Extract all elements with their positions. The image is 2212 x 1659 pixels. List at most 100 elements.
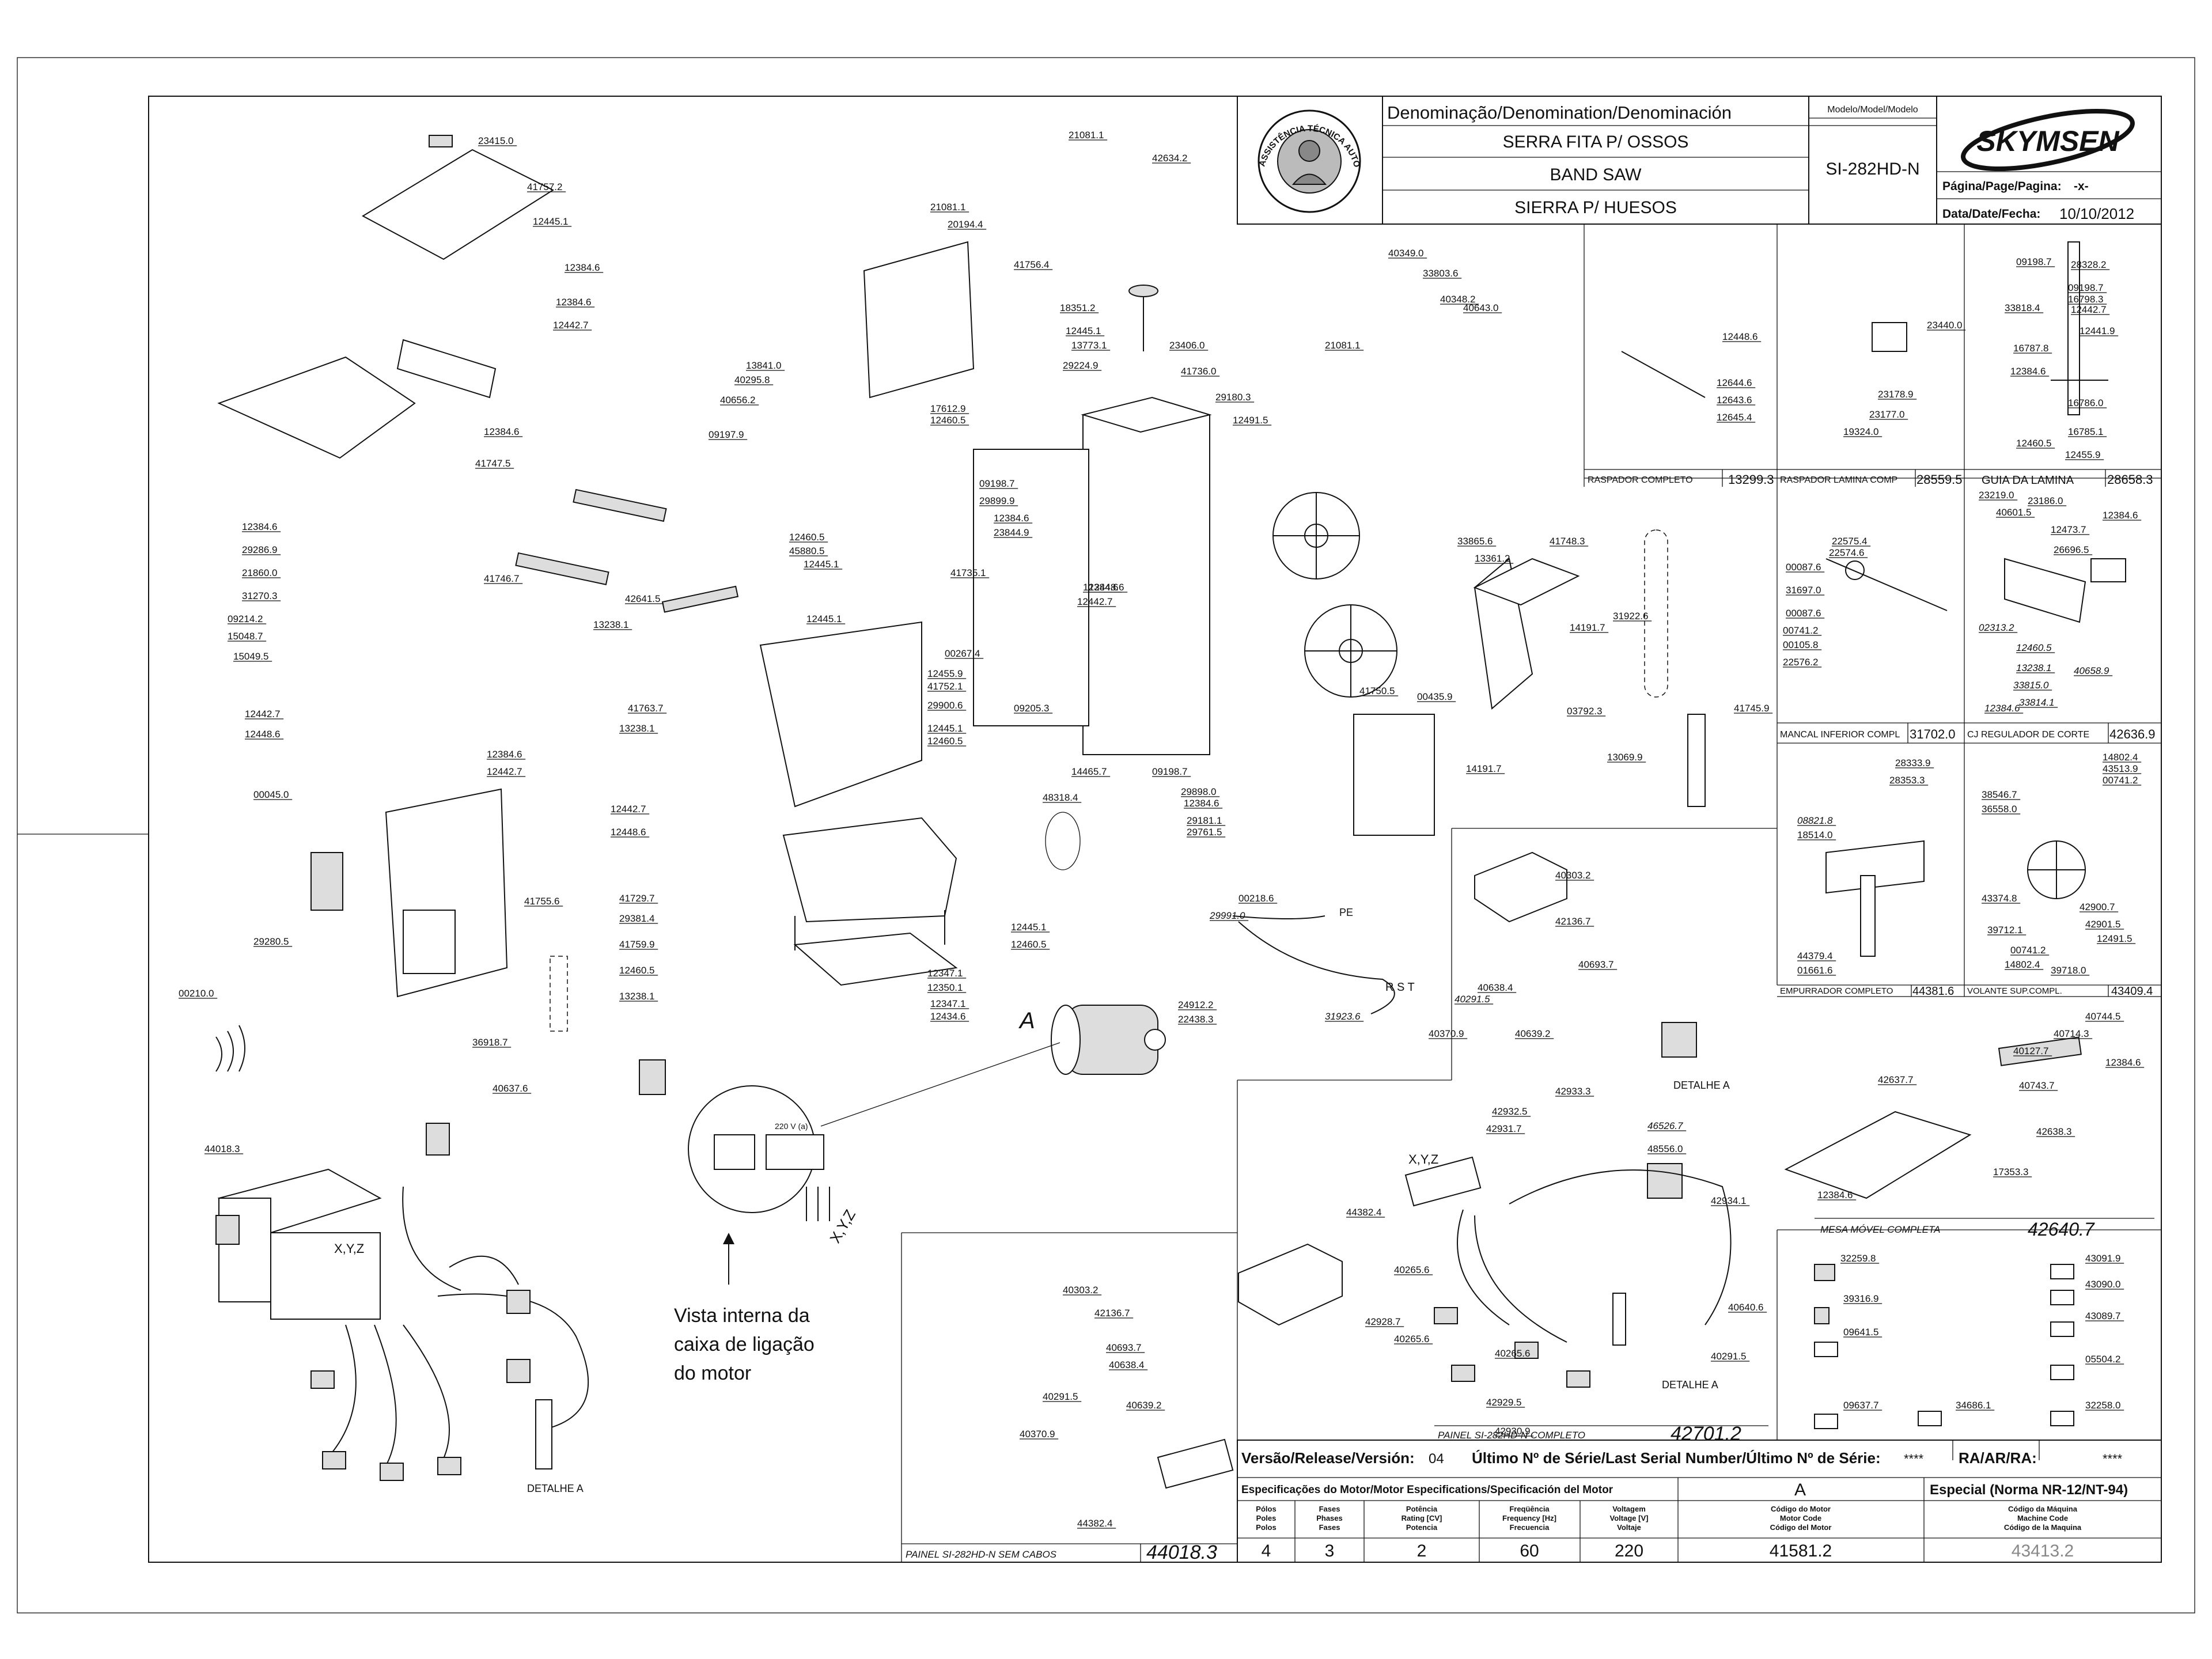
authorized-tech-seal: ASSISTÊNCIA TÉCNICA AUTORIZADA — [0, 0, 1362, 213]
part-number-label: 41748.3 — [1550, 536, 1585, 547]
lower-wheel — [1304, 604, 1397, 698]
part-number-label: 13069.9 — [1607, 752, 1642, 763]
motor-spec-table: Versão/Release/Versión: 04 Último Nº de … — [1237, 1440, 2162, 1563]
part-number-label: 44018.3 — [204, 1143, 240, 1154]
asm-mancal-name: MANCAL INFERIOR COMPL — [1780, 730, 1900, 740]
part-number-label: 12442.7 — [2071, 304, 2106, 315]
part-number-label: 23186.0 — [2028, 495, 2063, 506]
part-number-label: 13238.1 — [593, 619, 628, 630]
part-number-label: 12384.6 — [242, 521, 277, 532]
part-number-label: 12384.6 — [556, 297, 591, 308]
asm-regulador-name: CJ REGULADOR DE CORTE — [1967, 730, 2089, 740]
part-number-label: 29286.9 — [242, 544, 277, 555]
part-number-label: 42900.7 — [2080, 902, 2115, 912]
part-number-label: 05504.2 — [2085, 1354, 2120, 1365]
part-number-label: 41756.4 — [1014, 259, 1049, 270]
part-number-label: 42929.5 — [1486, 1397, 1521, 1408]
part-number-label: 13238.1 — [619, 723, 654, 734]
detail-a-left: DETALHE A — [527, 1483, 584, 1494]
part-number-labels: 23415.041757.212445.112384.612384.612442… — [179, 130, 2145, 1529]
part-number-label: 32259.8 — [1840, 1253, 1876, 1264]
asm-painel-sem-cabos-code: 44018.3 — [1146, 1541, 1217, 1563]
name-pt: SERRA FITA P/ OSSOS — [1503, 132, 1689, 151]
model-label: Modelo/Model/Modelo — [1827, 105, 1918, 115]
part-number-label: 12473.7 — [2051, 524, 2086, 535]
part-number-label: 31922.6 — [1613, 611, 1648, 622]
phases-value: 3 — [1325, 1541, 1335, 1560]
part-number-label: 40714.3 — [2054, 1028, 2089, 1039]
part-number-label: 12347.1 — [930, 998, 965, 1009]
ra-label: RA/AR/RA: — [1959, 1449, 2037, 1467]
part-number-label: 12445.1 — [1011, 922, 1046, 933]
denomination-label: Denominação/Denomination/Denominación — [1387, 103, 1732, 123]
part-number-label: 19324.0 — [1843, 426, 1878, 437]
part-number-label: 12460.5 — [927, 736, 963, 747]
part-number-label: 43374.8 — [1982, 893, 2017, 904]
detail-a-right: DETALHE A — [1662, 1379, 1718, 1391]
part-number-label: 15048.7 — [228, 631, 263, 642]
part-number-label: 42934.1 — [1711, 1195, 1746, 1206]
part-number-label: 12455.9 — [927, 668, 963, 679]
asm-raspador-name: RASPADOR COMPLETO — [1588, 475, 1693, 485]
part-number-label: 17353.3 — [1993, 1166, 2028, 1177]
part-number-label: 40639.2 — [1515, 1028, 1550, 1039]
model-value: SI-282HD-N — [1825, 160, 1919, 179]
part-number-label: 42136.7 — [1555, 916, 1590, 927]
svg-text:Potencia: Potencia — [1406, 1523, 1438, 1532]
part-number-label: 23406.0 — [1169, 340, 1205, 351]
svg-text:Fases: Fases — [1319, 1523, 1340, 1532]
part-number-label: 22576.2 — [1783, 657, 1818, 668]
part-number-label: 16798.3 — [2068, 294, 2103, 305]
svg-text:Polos: Polos — [1256, 1523, 1276, 1532]
part-number-label: 16787.8 — [2013, 343, 2048, 354]
svg-text:Potência: Potência — [1406, 1505, 1438, 1513]
part-number-label: 40291.5 — [1455, 994, 1490, 1005]
version-value: 04 — [1429, 1451, 1444, 1467]
part-number-label: 22438.3 — [1178, 1014, 1213, 1025]
rst-cable: R S T — [1385, 981, 1415, 994]
special-label: Especial (Norma NR-12/NT-94) — [1930, 1482, 2128, 1498]
drawing-frame — [148, 96, 2162, 1563]
part-number-label: 12460.5 — [789, 532, 824, 543]
voltage-value: 220 — [1615, 1541, 1643, 1560]
part-number-label: 23415.0 — [478, 135, 513, 146]
part-number-label: 44379.4 — [1797, 950, 1832, 961]
part-number-label: 29899.9 — [979, 495, 1014, 506]
part-number-label: 12491.5 — [2097, 933, 2132, 944]
svg-text:Phases: Phases — [1316, 1514, 1343, 1522]
upper-wheel-assembly — [2027, 840, 2086, 899]
asm-painel-completo-code: 42701.2 — [1671, 1423, 1741, 1445]
part-number-label: 28353.3 — [1889, 775, 1925, 786]
part-number-label: 42634.2 — [1152, 153, 1187, 164]
part-number-label: 12460.5 — [619, 965, 654, 976]
svg-text:Voltage [V]: Voltage [V] — [1610, 1514, 1649, 1522]
part-number-label: 42136.7 — [1094, 1308, 1130, 1319]
skymsen-logo: SKYMSEN — [1961, 108, 2135, 172]
poles-value: 4 — [1262, 1541, 1271, 1560]
part-number-label: 40291.5 — [1711, 1351, 1746, 1362]
part-number-label: 44382.4 — [1346, 1207, 1381, 1218]
part-number-label: 22575.4 — [1832, 536, 1867, 547]
part-number-label: 12442.7 — [611, 804, 646, 815]
svg-text:Código do Motor: Código do Motor — [1771, 1505, 1831, 1513]
part-number-label: 12384.6 — [1083, 582, 1118, 593]
part-number-label: 41736.0 — [1181, 366, 1216, 377]
subassembly-panels: RASPADOR COMPLETO 13299.3 RASPADOR LAMIN… — [901, 224, 2161, 1563]
part-number-label: 33803.6 — [1423, 268, 1458, 279]
part-number-label: 32258.0 — [2085, 1400, 2120, 1411]
svg-text:ASSISTÊNCIA TÉCNICA AUTORIZADA: ASSISTÊNCIA TÉCNICA AUTORIZADA — [0, 0, 1362, 169]
asm-mesa-name: MESA MÓVEL COMPLETA — [1820, 1224, 1940, 1235]
asm-raspador-lamina-code: 28559.5 — [1916, 472, 1963, 487]
part-number-label: 09198.7 — [2016, 256, 2051, 267]
part-number-label: 40303.2 — [1555, 870, 1590, 881]
svg-text:Frequency [Hz]: Frequency [Hz] — [1502, 1514, 1556, 1522]
part-number-label: 31697.0 — [1786, 585, 1821, 596]
part-number-label: 12643.6 — [1717, 395, 1752, 406]
motor-box-note-1: Vista interna da — [674, 1305, 810, 1327]
part-number-label: 42641.5 — [625, 593, 660, 604]
part-number-label: 12442.7 — [553, 320, 588, 331]
part-number-label: 14802.4 — [2103, 752, 2138, 763]
part-number-label: 40744.5 — [2085, 1011, 2120, 1022]
part-number-label: 23440.0 — [1927, 320, 1962, 331]
machine-code-value: 43413.2 — [2012, 1541, 2074, 1560]
